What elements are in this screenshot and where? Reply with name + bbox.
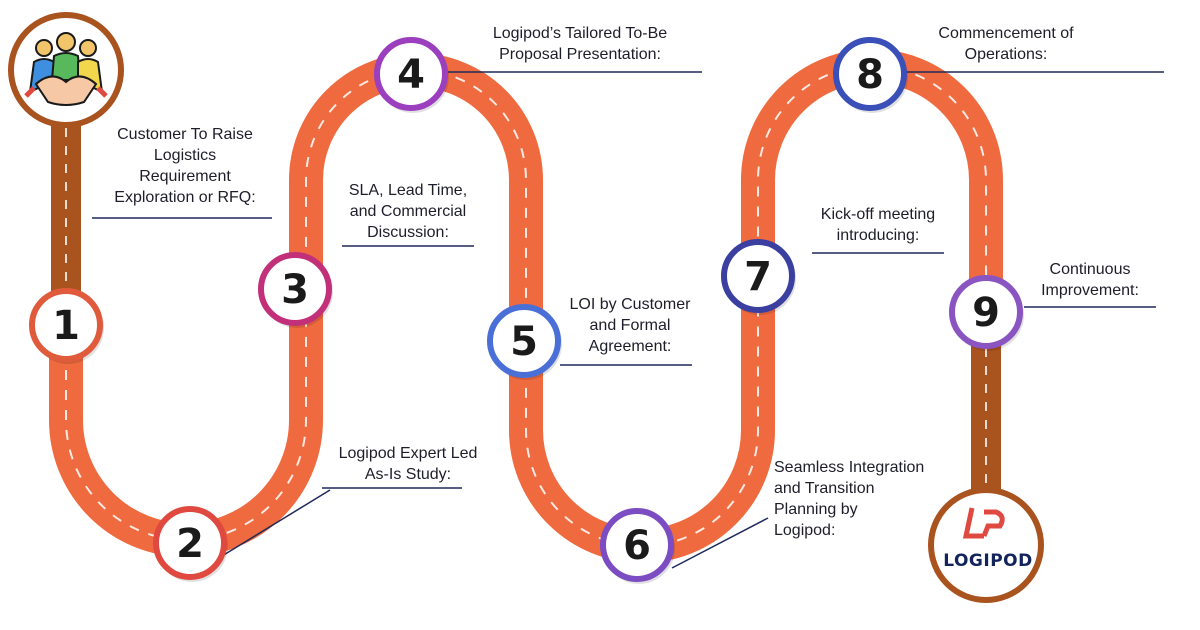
logipod-lp-logo	[962, 507, 1005, 539]
step-1-ring	[29, 288, 103, 362]
step-2-label-line: Logipod Expert Led	[338, 445, 478, 462]
step-6-marker: 6	[600, 508, 675, 584]
step-6-ring	[600, 508, 674, 582]
step-5-label-line: and Formal	[589, 317, 671, 334]
step-7-marker: 7	[721, 239, 796, 315]
step-3-ring	[258, 252, 332, 326]
step-3-label-line: SLA, Lead Time,	[348, 182, 468, 199]
start-badge	[8, 12, 124, 128]
step-1-marker: 1	[29, 288, 104, 364]
step-5-marker: 5	[487, 304, 562, 380]
step-5-number: 5	[510, 319, 538, 365]
step-2-ring	[153, 506, 227, 580]
step-2-number: 2	[176, 521, 204, 567]
step-7-number: 7	[744, 254, 772, 300]
step-9-label-line: Continuous	[1049, 261, 1131, 278]
step-6-number: 6	[623, 523, 651, 569]
step-8-label-line: Operations:	[964, 46, 1048, 63]
step-6-label-line: and Transition	[774, 480, 875, 497]
step-5-label-line: Agreement:	[588, 338, 672, 355]
step-6-label-line: Seamless Integration	[774, 459, 925, 476]
logo-badge: LOGIPOD	[928, 487, 1044, 603]
step-1-label-line: Logistics	[153, 147, 217, 164]
handshake-team-icon	[24, 32, 108, 106]
end-post	[971, 320, 1001, 520]
step-9-ring	[949, 275, 1023, 349]
step-3-marker: 3	[258, 252, 333, 328]
step-7-label: Kick-off meeting introducing:	[798, 204, 958, 246]
step-7-ring	[721, 239, 795, 313]
step-4-label-line: Logipod’s Tailored To-Be	[492, 25, 668, 42]
step-1-label-line: Requirement	[139, 168, 231, 185]
step-9-label-line: Improvement:	[1041, 282, 1139, 299]
step-1-label-line: Customer To Raise	[117, 126, 253, 143]
step-5-label-line: LOI by Customer	[569, 296, 691, 313]
step-7-label-line: Kick-off meeting	[820, 206, 936, 223]
step-3-label-line: Discussion:	[367, 224, 449, 241]
step-8-label-line: Commencement of	[938, 25, 1074, 42]
step-4-ring	[374, 37, 448, 111]
step-4-marker: 4	[374, 37, 449, 113]
leader-6	[671, 517, 769, 569]
step-7-label-line: introducing:	[836, 227, 920, 244]
step-4-label-line: Proposal Presentation:	[499, 46, 661, 63]
step-3-label-line: and Commercial	[349, 203, 467, 220]
step-circles: 1 2 3 4 5 6 7 8 9	[29, 37, 1024, 584]
leader-2	[221, 489, 331, 557]
step-9-number: 9	[972, 290, 1000, 336]
step-8-number: 8	[856, 52, 884, 98]
step-6-label-line: Logipod:	[774, 522, 836, 539]
step-8-ring	[833, 37, 907, 111]
step-6-label-line: Planning by	[774, 501, 858, 518]
step-4-number: 4	[397, 52, 425, 98]
step-3-number: 3	[281, 267, 309, 313]
step-8-marker: 8	[833, 37, 908, 113]
step-1-label-line: Exploration or RFQ:	[114, 189, 256, 206]
step-2-label-line: As-Is Study:	[364, 466, 452, 483]
step-1-number: 1	[52, 303, 80, 349]
step-8-label: Commencement of Operations:	[908, 23, 1104, 65]
step-9-marker: 9	[949, 275, 1024, 351]
step-2-marker: 2	[153, 506, 228, 582]
step-5-ring	[487, 304, 561, 378]
logo-wordmark: LOGIPOD	[943, 551, 1032, 571]
label-underlines	[92, 71, 1164, 569]
